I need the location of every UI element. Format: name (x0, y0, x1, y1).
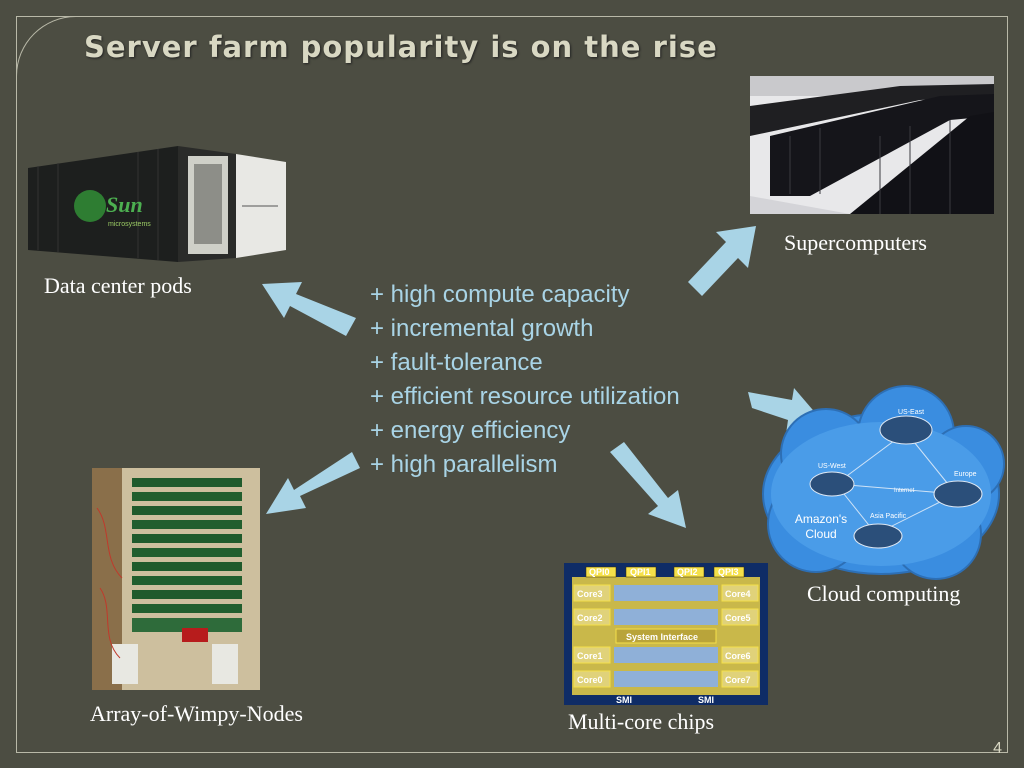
chip-qpi-label: QPI2 (677, 567, 698, 577)
caption-data-center-pods: Data center pods (44, 273, 192, 298)
caption-multicore-chips: Multi-core chips (568, 709, 715, 734)
benefits-list: + high compute capacity + incremental gr… (370, 278, 680, 482)
benefit-item: + incremental growth (370, 315, 594, 342)
data-center-pod-image: Sun microsystems (28, 146, 286, 262)
chip-core-label: Core0 (577, 675, 603, 685)
cloud-region-label: US-East (898, 409, 924, 416)
arrow-to-data-center-pods (262, 282, 356, 336)
chip-smi-label: SMI (616, 695, 632, 705)
chip-core-label: Core3 (577, 589, 603, 599)
chip-qpi-label: QPI0 (589, 567, 610, 577)
arrow-to-wimpy-nodes (266, 452, 360, 514)
chip-qpi-label: QPI1 (630, 567, 651, 577)
cloud-region-label: US-West (818, 463, 846, 470)
chip-qpi-label: QPI3 (718, 567, 739, 577)
chip-core-label: Core5 (725, 613, 751, 623)
benefit-item: + energy efficiency (370, 417, 571, 444)
sun-logo-subtext: microsystems (108, 221, 151, 228)
slide-frame (16, 16, 1008, 753)
chip-core-label: Core1 (577, 651, 603, 661)
benefit-item: + high compute capacity (370, 281, 630, 308)
chip-core-label: Core4 (725, 589, 751, 599)
cloud-computing-image: US-East US-West Europe Asia Pacific Inte… (756, 384, 1006, 584)
arrow-to-supercomputers (688, 226, 756, 296)
chip-core-label: Core6 (725, 651, 751, 661)
caption-supercomputers: Supercomputers (784, 230, 927, 255)
page-number: 4 (993, 740, 1002, 757)
cloud-internet-label: Internet (894, 488, 915, 494)
chip-core-label: Core7 (725, 675, 751, 685)
cloud-region-label: Asia Pacific (870, 513, 907, 520)
cloud-owner-label: Amazon's Cloud (794, 512, 848, 541)
slide-title: Server farm popularity is on the rise (84, 30, 718, 64)
multicore-chip-image: QPI0 QPI1 QPI2 QPI3 Core3 Core2 Core1 Co… (564, 563, 768, 705)
wimpy-nodes-image (92, 468, 260, 690)
cloud-region-label: Europe (954, 471, 977, 478)
caption-wimpy-nodes: Array-of-Wimpy-Nodes (90, 701, 303, 726)
benefit-item: + high parallelism (370, 451, 558, 478)
sun-logo-text: Sun (106, 192, 143, 217)
chip-smi-label: SMI (698, 695, 714, 705)
caption-cloud-computing: Cloud computing (807, 581, 961, 606)
benefit-item: + efficient resource utilization (370, 383, 680, 410)
chip-core-label: Core2 (577, 613, 603, 623)
arrow-to-multicore-chips (610, 442, 686, 528)
chip-interface-label: System Interface (626, 632, 698, 642)
benefit-item: + fault-tolerance (370, 349, 543, 376)
supercomputer-image (750, 76, 994, 214)
